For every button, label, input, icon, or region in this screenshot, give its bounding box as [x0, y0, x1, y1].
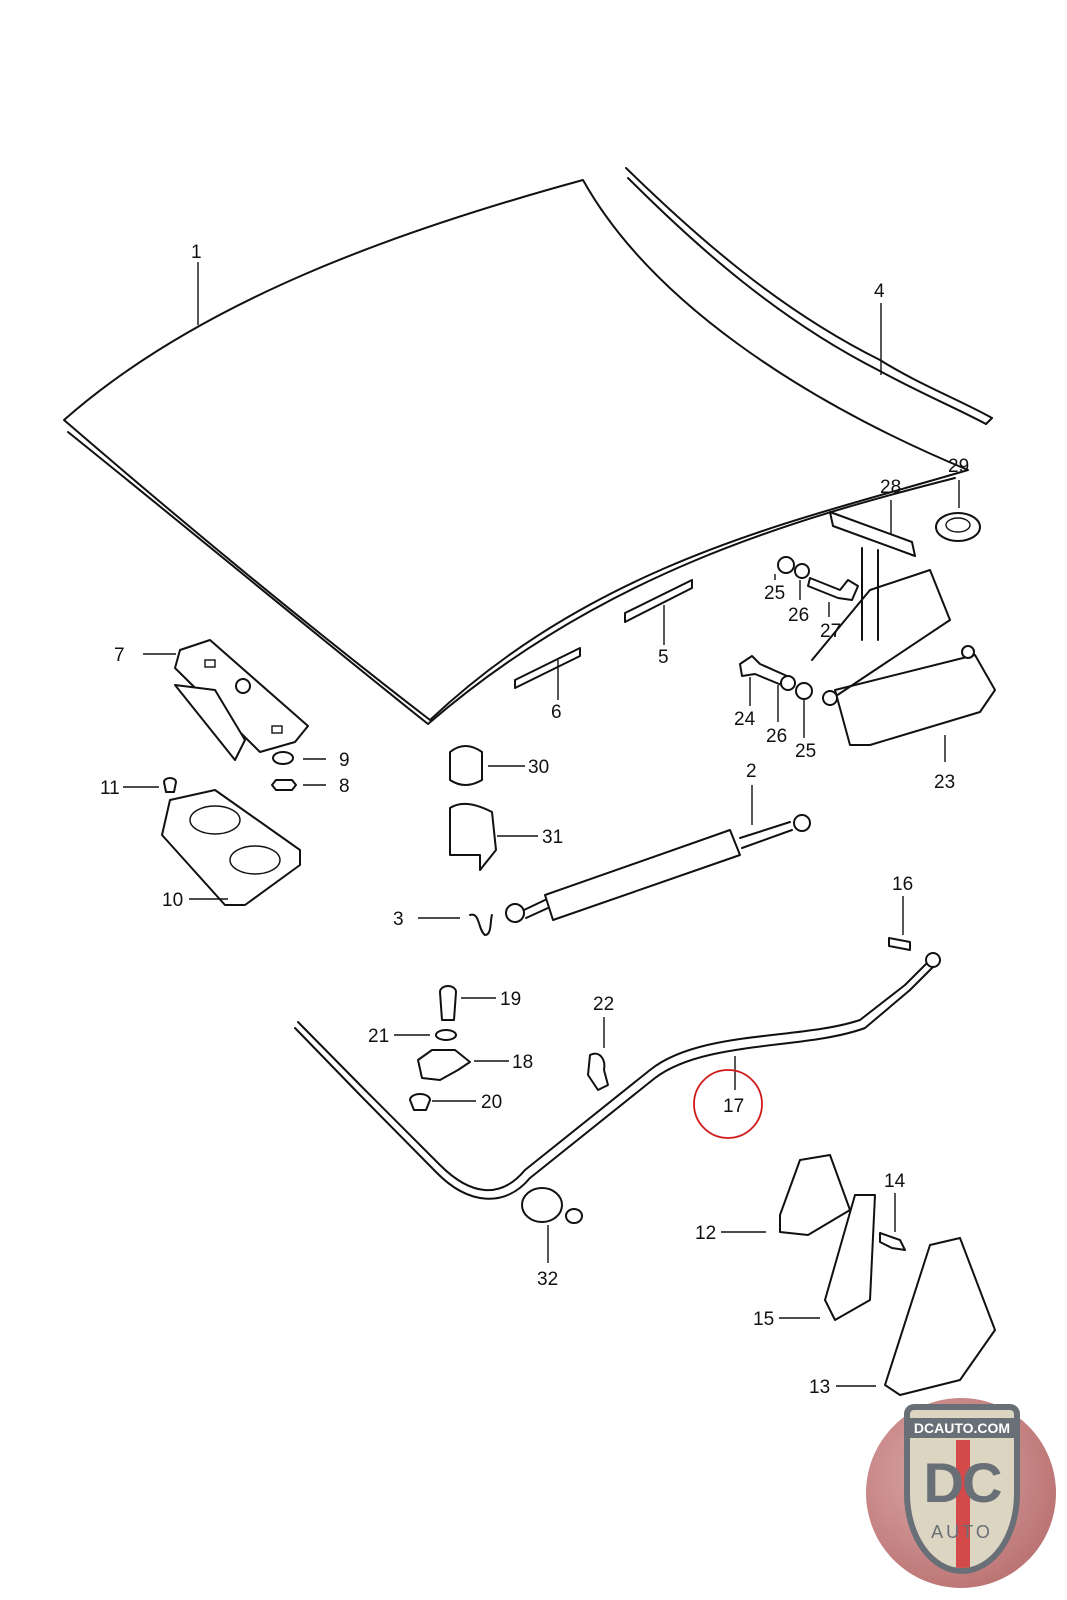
bolt-14[interactable]	[879, 1232, 906, 1251]
washer-26a[interactable]	[794, 563, 810, 579]
callout-19[interactable]: 19	[500, 989, 521, 1010]
leader-lines	[123, 262, 960, 1387]
callout-26b[interactable]: 26	[766, 726, 787, 747]
washer-25b[interactable]	[795, 682, 813, 700]
callout-16[interactable]: 16	[892, 874, 913, 895]
rivet-11[interactable]	[163, 777, 177, 793]
clip-18[interactable]	[417, 1049, 471, 1081]
seal-strip[interactable]	[625, 167, 993, 425]
latch-13[interactable]	[884, 1237, 996, 1396]
logo-mark-text: DC	[923, 1451, 1003, 1514]
trim-strip-5[interactable]	[624, 579, 693, 623]
hood-lock[interactable]	[174, 639, 309, 761]
callout-12[interactable]: 12	[695, 1223, 716, 1244]
callout-24[interactable]: 24	[734, 709, 756, 730]
callout-31[interactable]: 31	[542, 827, 563, 848]
washer-9[interactable]	[272, 751, 294, 765]
callout-25b[interactable]: 25	[795, 741, 816, 762]
callout-21[interactable]: 21	[368, 1026, 389, 1047]
callout-8[interactable]: 8	[339, 776, 350, 797]
pin-16[interactable]	[888, 937, 911, 951]
buffer-30[interactable]	[449, 745, 483, 786]
callout-18[interactable]: 18	[512, 1052, 533, 1073]
callout-23[interactable]: 23	[934, 772, 955, 793]
gas-strut[interactable]	[505, 814, 811, 923]
callout-20[interactable]: 20	[481, 1092, 502, 1113]
callout-14[interactable]: 14	[884, 1171, 906, 1192]
logo-stripe	[956, 1440, 970, 1568]
callout-4[interactable]: 4	[874, 281, 885, 302]
callout-26a[interactable]: 26	[788, 605, 809, 626]
callout-15[interactable]: 15	[753, 1309, 774, 1330]
callout-29[interactable]: 29	[948, 456, 969, 477]
callout-9[interactable]: 9	[339, 750, 350, 771]
callout-6[interactable]: 6	[551, 702, 562, 723]
striker-plate[interactable]	[161, 789, 301, 906]
callout-22[interactable]: 22	[593, 994, 614, 1015]
washer-25a[interactable]	[777, 556, 795, 574]
release-cable[interactable]	[294, 952, 941, 1200]
callout-labels: 1 4 7 9 8 11 10 6 5 30 31 2 3 16 19 21 1…	[100, 242, 969, 1398]
callout-1[interactable]: 1	[191, 242, 202, 263]
grommet-29[interactable]	[935, 512, 981, 542]
callout-5[interactable]: 5	[658, 647, 669, 668]
buffer-31[interactable]	[449, 802, 497, 871]
callout-25a[interactable]: 25	[764, 583, 785, 604]
callout-3[interactable]: 3	[393, 909, 404, 930]
callout-17[interactable]: 17	[723, 1096, 744, 1117]
grommet-20[interactable]	[409, 1093, 431, 1111]
washer-26b[interactable]	[780, 675, 796, 691]
washer-21[interactable]	[435, 1029, 457, 1041]
logo-site-text: DCAUTO.COM	[910, 1418, 1014, 1438]
screw-19[interactable]	[439, 985, 457, 1021]
clip-22[interactable]	[587, 1052, 609, 1091]
callout-30[interactable]: 30	[528, 757, 549, 778]
callout-28[interactable]: 28	[880, 477, 901, 498]
bolt-24[interactable]	[739, 655, 788, 687]
nut-8[interactable]	[271, 779, 297, 791]
strut-clip[interactable]	[469, 913, 493, 936]
trim-strip-6[interactable]	[514, 647, 581, 689]
logo-sub-text: AUTO	[931, 1522, 993, 1542]
callout-2[interactable]: 2	[746, 761, 757, 782]
dcauto-watermark-logo: DCAUTO.COM DC AUTO	[866, 1398, 1056, 1588]
callout-13[interactable]: 13	[809, 1377, 830, 1398]
hood-panel[interactable]	[63, 179, 969, 725]
arm-15[interactable]	[824, 1194, 876, 1321]
lever-12[interactable]	[779, 1154, 851, 1236]
bracket-28[interactable]	[829, 511, 916, 557]
callout-7[interactable]: 7	[114, 645, 125, 666]
callout-10[interactable]: 10	[162, 890, 183, 911]
release-knob[interactable]	[521, 1187, 583, 1224]
logo-shield: DCAUTO.COM DC AUTO	[904, 1404, 1020, 1574]
callout-27[interactable]: 27	[820, 621, 841, 642]
callout-11[interactable]: 11	[100, 778, 120, 799]
bolt-27[interactable]	[807, 577, 859, 601]
callout-32[interactable]: 32	[537, 1269, 558, 1290]
highlight-circle-17	[693, 1069, 763, 1139]
hinge[interactable]	[811, 547, 996, 746]
